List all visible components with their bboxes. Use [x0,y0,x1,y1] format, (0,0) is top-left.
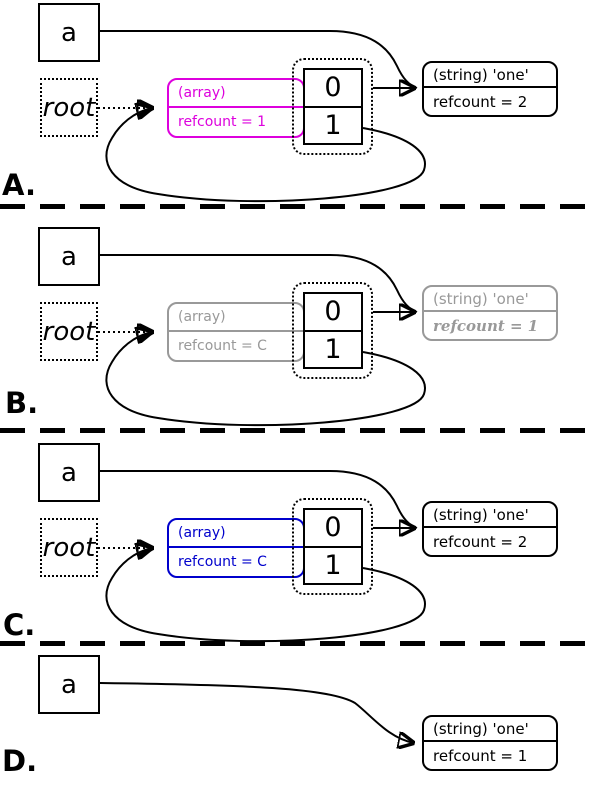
string-refcount: refcount = 2 [433,532,528,551]
cell-0: 0 [305,70,361,108]
arrow-a-to-string-panel-d [99,682,414,743]
array-refcount: refcount = C [178,554,267,570]
array-box: (array) refcount = 1 [167,78,305,138]
array-box: (array) refcount = C [167,302,305,362]
string-box: (string) 'one' refcount = 1 [422,285,558,341]
array-cells: 0 1 [303,68,363,145]
var-a-box: a [38,443,100,502]
root-box: root [40,302,98,361]
panel-label-a: A. [2,168,36,202]
separator-bc [0,428,600,433]
var-a-box: a [38,3,100,62]
array-type: (array) [169,520,303,548]
var-a-label: a [61,241,77,272]
array-type: (array) [169,80,303,108]
string-box: (string) 'one' refcount = 2 [422,61,558,117]
root-label: root [42,316,96,347]
string-box: (string) 'one' refcount = 2 [422,501,558,557]
string-type: (string) 'one' [424,503,556,528]
array-cells-outline [292,58,373,155]
var-a-box: a [38,227,100,286]
string-type: (string) 'one' [424,63,556,88]
panel-a-arrows [98,30,426,203]
array-cells: 0 1 [303,292,363,369]
string-type: (string) 'one' [424,717,556,742]
string-refcount: refcount = 1 [433,746,528,765]
root-box: root [40,518,98,577]
var-a-label: a [61,669,77,700]
panel-label-c: C. [3,608,36,642]
array-type: (array) [169,304,303,332]
string-refcount: refcount = 1 [433,316,539,335]
array-refcount: refcount = C [178,338,267,354]
string-type: (string) 'one' [424,287,556,312]
separator-ab [0,204,600,209]
cell-1: 1 [324,109,342,141]
array-box: (array) refcount = C [167,518,305,578]
root-box: root [40,78,98,137]
array-cells: 0 1 [303,508,363,585]
array-refcount: refcount = 1 [178,114,267,130]
string-refcount: refcount = 2 [433,92,528,111]
cell-1: 1 [324,549,342,581]
var-a-label: a [61,457,77,488]
panel-label-b: B. [5,386,39,420]
root-label: root [42,532,96,563]
separator-cd [0,641,600,646]
var-a-label: a [61,17,77,48]
cell-1: 1 [324,333,342,365]
cell-0: 0 [305,510,361,548]
array-cells-outline [292,282,373,379]
panel-label-d: D. [2,744,38,778]
array-cells-outline [292,498,373,595]
root-label: root [42,92,96,123]
var-a-box: a [38,655,100,714]
cell-0: 0 [305,294,361,332]
arrow-cell1-loop-to-array [105,108,426,203]
string-box: (string) 'one' refcount = 1 [422,715,558,771]
